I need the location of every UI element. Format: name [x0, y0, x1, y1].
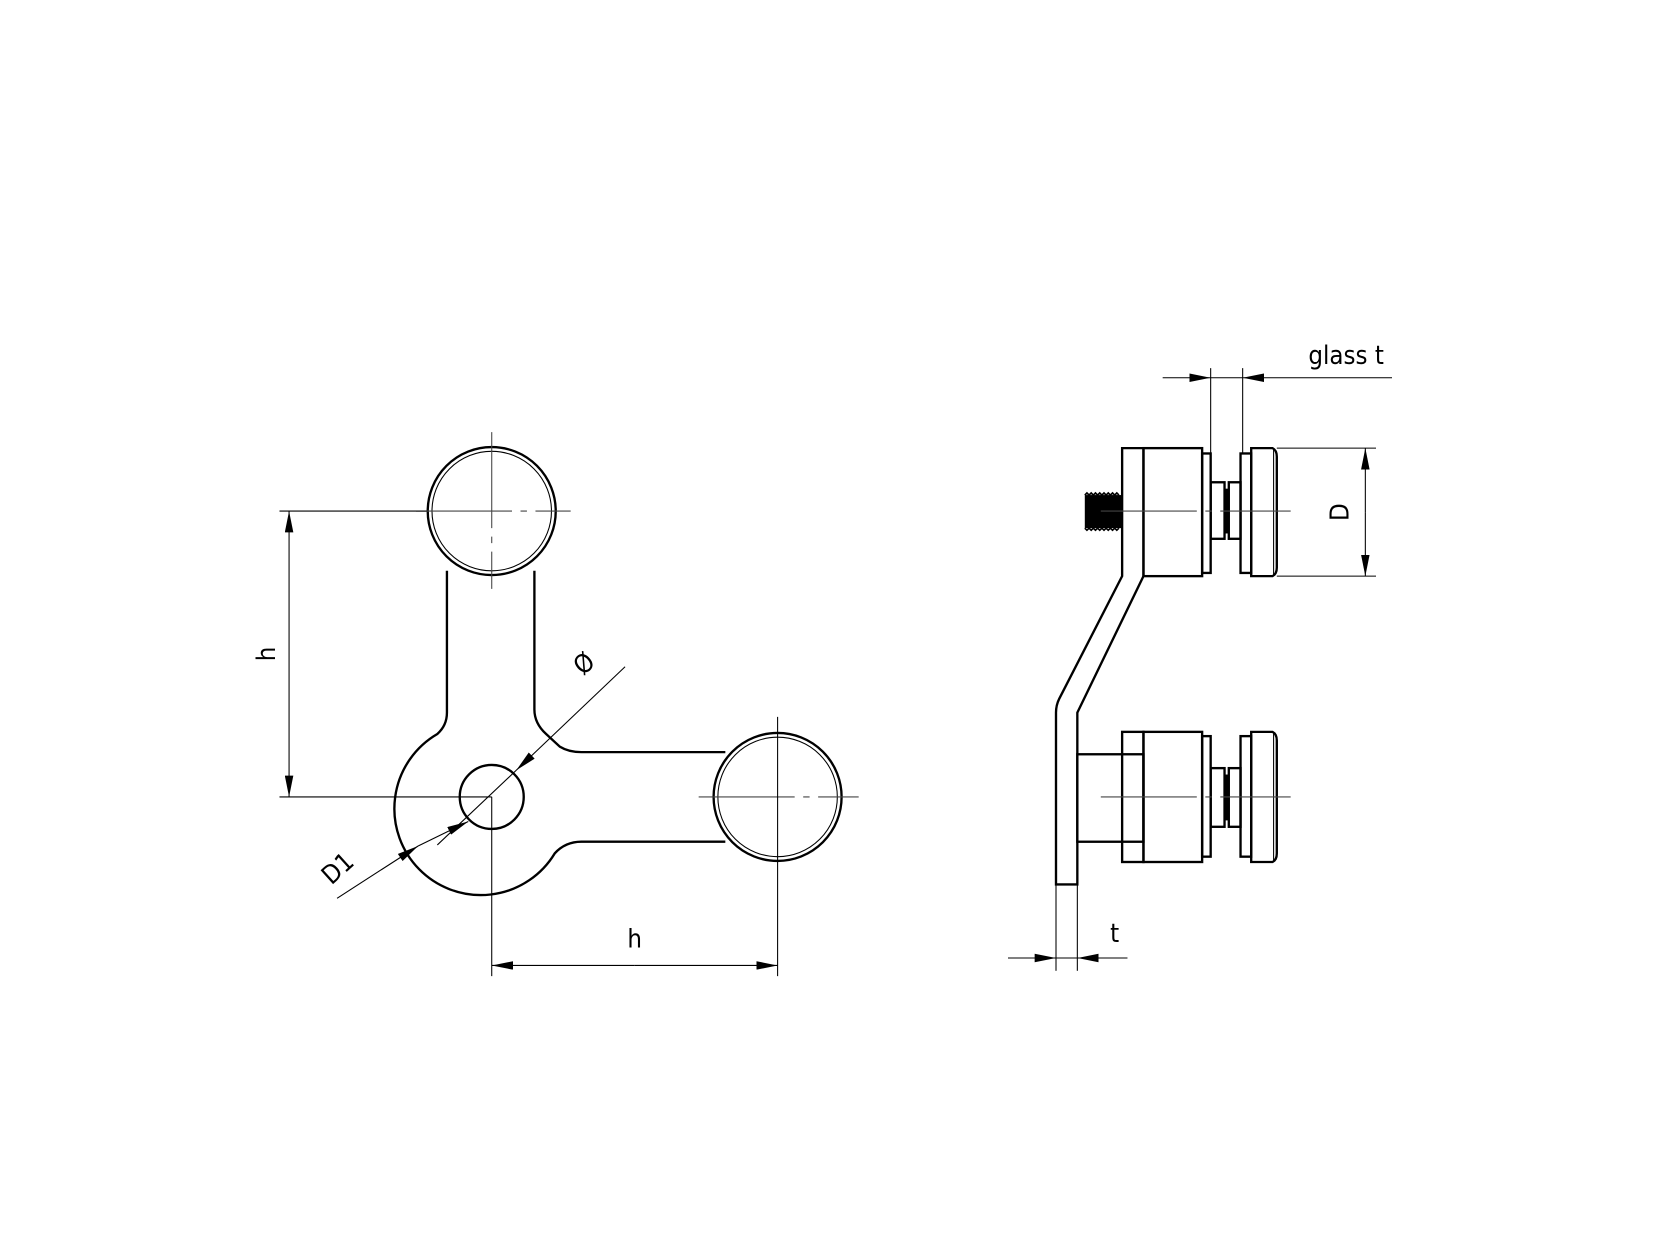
- dimension-label-d: D: [1325, 503, 1355, 521]
- diameter-leader: [417, 820, 469, 847]
- diameter-leader: [436, 769, 517, 846]
- dimension-label-glass-t: glass t: [1308, 341, 1383, 371]
- dimension-label-h-vertical: h: [252, 647, 282, 662]
- side-view: glass t D t: [1008, 341, 1392, 971]
- dimension-label-d1: D1: [316, 847, 360, 891]
- threaded-stud: [1084, 491, 1123, 532]
- dimension-label-hole-diameter: Ø: [568, 647, 602, 681]
- bracket-plate: [1054, 446, 1145, 886]
- dimension-label-t: t: [1110, 919, 1119, 949]
- spider-arm-outline: [393, 570, 726, 897]
- diameter-leader: [515, 666, 626, 771]
- diameter-leader: [336, 845, 419, 899]
- dimension-label-h-horizontal: h: [627, 924, 642, 954]
- top-glass-clamp: [1142, 446, 1278, 578]
- front-view: h h Ø D1: [252, 432, 859, 977]
